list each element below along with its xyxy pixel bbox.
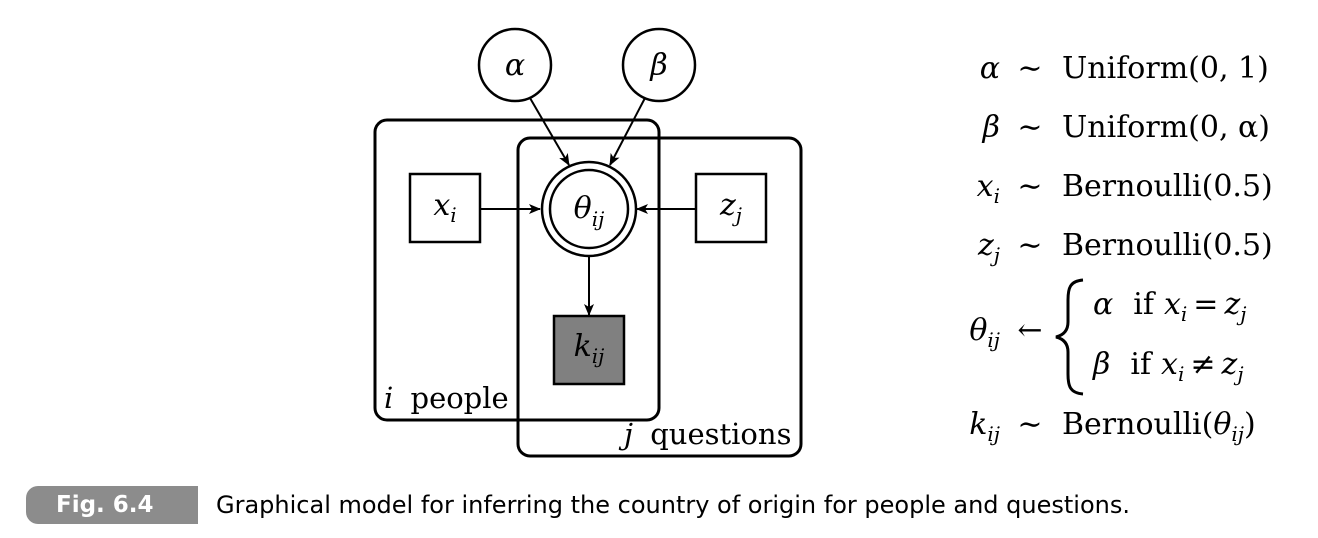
svg-text:β: β [649,48,667,83]
svg-text:∼: ∼ [1017,169,1042,204]
svg-text:xi: xi [977,169,1000,208]
svg-text:kij: kij [574,329,605,368]
figure-label-badge: Fig. 6.4 [26,486,198,524]
node-k: kij [552,314,626,386]
node-beta: β [621,27,697,103]
cases-brace [1055,278,1084,396]
graphical-model-diagram: i people j questions α β θij xi [373,27,1273,458]
edge-beta-theta [609,97,646,166]
node-z: zj [694,172,768,244]
equation-alpha: α ∼ Uniform(0, 1) [980,51,1269,86]
node-alpha: α [477,27,553,103]
svg-text:←: ← [1017,313,1042,348]
svg-text:∼: ∼ [1017,228,1042,263]
edge-alpha-theta [529,97,570,166]
svg-text:∼: ∼ [1017,407,1042,442]
svg-text:zj: zj [977,228,1000,267]
svg-text:Uniform(0, 1): Uniform(0, 1) [1062,51,1269,86]
svg-text:Bernoulli(0.5): Bernoulli(0.5) [1062,228,1273,263]
svg-text:∼: ∼ [1017,110,1042,145]
figure-caption-text: Graphical model for inferring the countr… [216,491,1130,519]
svg-text:θij: θij [969,313,1000,352]
plate-people-label: i people [384,381,509,415]
figure-caption: Fig. 6.4 Graphical model for inferring t… [26,484,1306,526]
plate-questions-label: j questions [618,417,791,451]
svg-text:Uniform(0, α): Uniform(0, α) [1062,110,1270,145]
svg-text:∼: ∼ [1017,51,1042,86]
equation-k: kij ∼ Bernoulli(θij) [969,407,1256,446]
svg-text:α: α [980,51,1000,86]
svg-text:kij: kij [969,407,1000,446]
svg-text:xi: xi [433,188,456,227]
node-x: xi [408,172,482,244]
svg-text:Bernoulli(0.5): Bernoulli(0.5) [1062,169,1273,204]
equation-x: xi ∼ Bernoulli(0.5) [977,169,1273,208]
svg-text:α: α [505,48,525,83]
svg-text:Bernoulli(θij): Bernoulli(θij) [1062,407,1256,446]
node-theta: θij [540,160,638,258]
equation-beta: β ∼ Uniform(0, α) [982,110,1270,145]
svg-text:zj: zj [719,188,742,227]
svg-text:β: β [982,110,1000,145]
plate-questions [516,136,803,458]
svg-text:θij: θij [574,191,605,231]
equation-z: zj ∼ Bernoulli(0.5) [977,228,1273,267]
